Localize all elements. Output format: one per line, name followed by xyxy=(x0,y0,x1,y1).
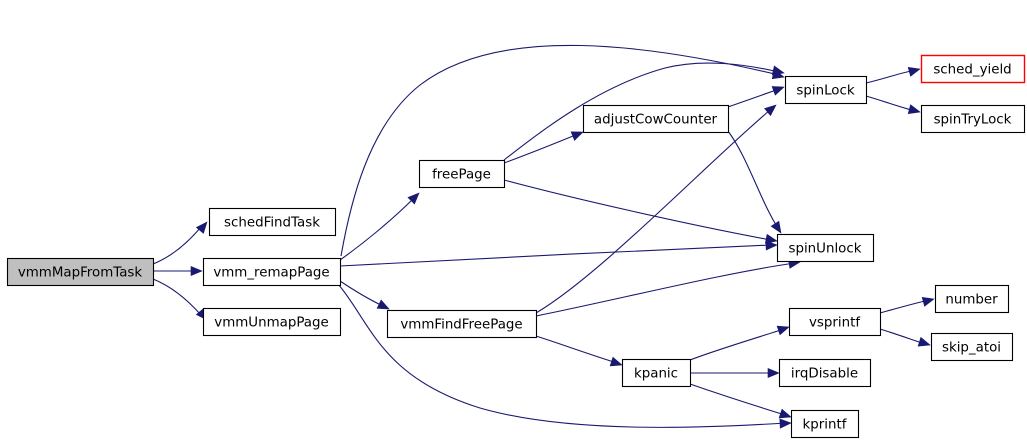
edge-vmm_remapPage-to-kprintf xyxy=(337,283,792,429)
edge-spinLock-to-spinTryLock xyxy=(865,95,921,114)
node-label: kpanic xyxy=(634,367,678,382)
node-box[interactable] xyxy=(621,358,692,388)
arrowhead-icon xyxy=(570,131,584,141)
arrowhead-icon xyxy=(917,336,931,347)
node-vmmMapFromTask[interactable]: vmmMapFromTask xyxy=(6,257,155,287)
node-spinTryLock[interactable]: spinTryLock xyxy=(920,104,1026,134)
node-schedFindTask[interactable]: schedFindTask xyxy=(208,207,337,237)
arrowhead-icon xyxy=(765,240,778,251)
edge-vmmFindFreePage-to-kpanic xyxy=(535,335,623,367)
arrowhead-icon xyxy=(907,104,921,114)
node-vmmUnmapPage[interactable]: vmmUnmapPage xyxy=(202,307,342,337)
arrowhead-icon xyxy=(779,418,792,429)
edge-kpanic-to-kprintf xyxy=(689,383,792,419)
edge-spinLock-to-sched_yield xyxy=(865,67,921,84)
node-spinLock[interactable]: spinLock xyxy=(784,75,868,105)
arrowhead-icon xyxy=(776,325,790,336)
edge-vmm_remapPage-to-vmmFindFreePage xyxy=(339,280,390,310)
arrowhead-icon xyxy=(767,367,780,379)
node-number[interactable]: number xyxy=(934,284,1010,314)
node-label: freePage xyxy=(432,168,491,183)
edge-vmmFindFreePage-to-spinUnlock xyxy=(535,258,801,317)
node-box[interactable] xyxy=(934,284,1010,314)
node-box[interactable] xyxy=(920,104,1026,134)
node-box[interactable] xyxy=(386,309,538,339)
node-box[interactable] xyxy=(920,54,1026,84)
arrowhead-icon xyxy=(921,297,935,307)
edge-vmm_remapPage-to-spinUnlock xyxy=(339,240,778,267)
arrowhead-icon xyxy=(770,220,782,234)
node-box[interactable] xyxy=(6,257,155,287)
arrowhead-icon xyxy=(771,65,785,76)
edge-vmmMapFromTask-to-vmmUnmapPage xyxy=(152,278,208,321)
edge-vmmMapFromTask-to-schedFindTask xyxy=(152,221,208,265)
arrowhead-icon xyxy=(190,265,203,277)
node-label: vmmFindFreePage xyxy=(400,318,522,333)
node-kprintf[interactable]: kprintf xyxy=(790,409,860,439)
node-adjustCowCounter[interactable]: adjustCowCounter xyxy=(582,104,730,134)
edge-kpanic-to-irqDisable xyxy=(690,367,780,379)
arrowhead-icon xyxy=(764,104,777,117)
node-label: irqDisable xyxy=(791,367,858,382)
edge-vsprintf-to-number xyxy=(879,297,935,314)
node-box[interactable] xyxy=(930,332,1014,362)
node-label: sched_yield xyxy=(933,63,1011,78)
node-box[interactable] xyxy=(788,307,882,337)
edge-vmmMapFromTask-to-vmm_remapPage xyxy=(153,265,203,277)
node-label: vmmUnmapPage xyxy=(214,316,328,331)
node-box[interactable] xyxy=(202,257,342,287)
arrowhead-icon xyxy=(907,67,921,77)
edge-adjustCowCounter-to-spinUnlock xyxy=(727,130,782,234)
edge-freePage-to-spinUnlock xyxy=(503,179,778,244)
node-freePage[interactable]: freePage xyxy=(418,159,506,189)
arrowhead-icon xyxy=(407,192,420,205)
node-label: number xyxy=(945,293,998,308)
node-irqDisable[interactable]: irqDisable xyxy=(778,358,872,388)
edge-freePage-to-spinLock xyxy=(503,62,785,161)
edge-freePage-to-adjustCowCounter xyxy=(503,131,584,164)
node-box[interactable] xyxy=(202,307,342,337)
node-vmmFindFreePage[interactable]: vmmFindFreePage xyxy=(386,309,538,339)
node-label: spinLock xyxy=(796,84,854,99)
node-vmm_remapPage[interactable]: vmm_remapPage xyxy=(202,257,342,287)
node-layer: vmmMapFromTask schedFindTask vmm_remapPage… xyxy=(6,54,1026,439)
node-box[interactable] xyxy=(784,75,868,105)
node-box[interactable] xyxy=(418,159,506,189)
node-sched_yield[interactable]: sched_yield xyxy=(920,54,1026,84)
edge-vmm_remapPage-to-spinLock xyxy=(340,44,785,257)
arrowhead-icon xyxy=(376,299,390,310)
node-label: vsprintf xyxy=(809,316,860,331)
arrowhead-icon xyxy=(778,408,792,419)
node-kpanic[interactable]: kpanic xyxy=(621,358,692,388)
node-box[interactable] xyxy=(208,207,337,237)
edge-vmmFindFreePage-to-spinLock xyxy=(535,104,777,314)
node-vsprintf[interactable]: vsprintf xyxy=(788,307,882,337)
edge-adjustCowCounter-to-spinLock xyxy=(727,86,785,108)
node-label: vmmMapFromTask xyxy=(18,266,143,281)
arrowhead-icon xyxy=(609,356,623,367)
node-label: adjustCowCounter xyxy=(594,113,718,128)
arrowhead-icon xyxy=(771,86,785,96)
edge-vmm_remapPage-to-freePage xyxy=(339,192,420,261)
node-label: schedFindTask xyxy=(224,216,320,231)
edge-kpanic-to-vsprintf xyxy=(689,325,790,361)
node-skip_atoi[interactable]: skip_atoi xyxy=(930,332,1014,362)
node-label: spinTryLock xyxy=(934,113,1012,128)
node-box[interactable] xyxy=(790,409,860,439)
edge-layer xyxy=(152,44,935,429)
node-label: kprintf xyxy=(803,418,847,433)
node-spinUnlock[interactable]: spinUnlock xyxy=(776,233,875,263)
node-label: spinUnlock xyxy=(788,242,861,257)
node-box[interactable] xyxy=(582,104,730,134)
arrowhead-icon xyxy=(764,233,778,244)
node-label: skip_atoi xyxy=(942,341,1001,356)
node-box[interactable] xyxy=(776,233,875,263)
node-label: vmm_remapPage xyxy=(213,266,329,281)
arrowhead-icon xyxy=(195,221,208,234)
edge-vsprintf-to-skip_atoi xyxy=(879,328,931,347)
node-box[interactable] xyxy=(778,358,872,388)
